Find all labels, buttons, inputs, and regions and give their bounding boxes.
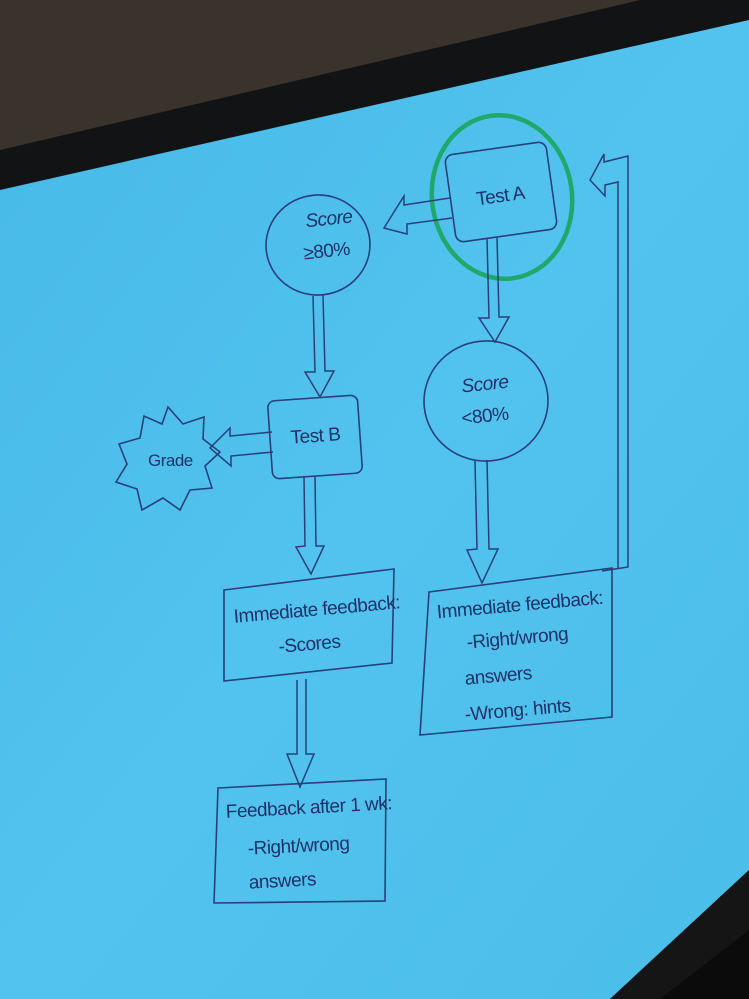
feedback-week-line3: answers	[248, 869, 316, 893]
score-low-line2: <80%	[460, 404, 510, 430]
score-low-line1: Score	[460, 372, 509, 398]
highlight-circle	[429, 112, 575, 282]
arrow-testb-to-grade	[208, 426, 274, 468]
projection-screen	[0, 20, 749, 999]
arrow-loop-back	[589, 153, 629, 572]
arrow-scorehigh-to-testb	[303, 294, 336, 399]
arrow-scorelow-to-feedback	[465, 459, 500, 585]
feedback-hints-box	[419, 567, 613, 736]
test-b-label: Test B	[290, 424, 341, 448]
screen-bezel	[0, 0, 749, 195]
stand-object-edge	[660, 930, 749, 999]
arrow-testb-to-feedback	[294, 475, 326, 576]
test-b-box	[267, 394, 363, 480]
grade-label: Grade	[148, 451, 193, 470]
score-low-ellipse	[423, 340, 549, 462]
feedback-scores-box	[223, 568, 395, 682]
arrow-testa-to-scorehigh	[382, 193, 453, 235]
score-high-line1: Score	[304, 206, 353, 232]
score-high-line2: ≥80%	[302, 239, 351, 265]
arrow-testa-to-scorelow	[477, 236, 511, 344]
grade-starburst	[114, 405, 222, 512]
test-a-box	[444, 141, 558, 243]
score-high-ellipse	[265, 194, 371, 296]
arrow-feedback-to-week	[285, 679, 316, 789]
feedback-week-box	[213, 778, 387, 904]
